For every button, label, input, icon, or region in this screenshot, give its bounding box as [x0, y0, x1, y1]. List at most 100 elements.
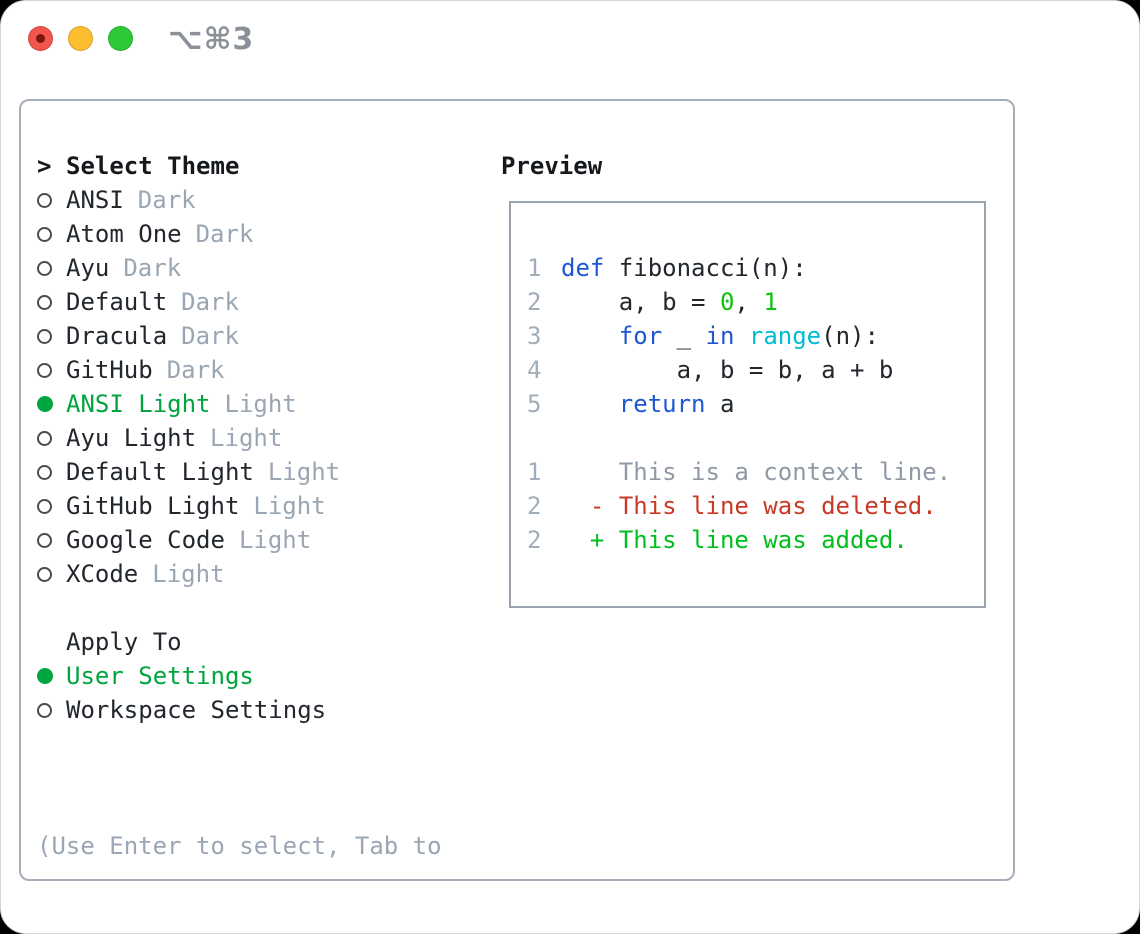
- radio-icon: [37, 498, 66, 514]
- theme-name: Dracula: [66, 322, 168, 350]
- minimize-button[interactable]: [68, 26, 93, 51]
- theme-option[interactable]: Default Light Light: [37, 455, 340, 489]
- theme-name: Ayu Light: [66, 424, 197, 452]
- code-token: _: [662, 322, 706, 350]
- apply-option-label: User Settings: [66, 662, 254, 690]
- radio-circle: [37, 192, 52, 208]
- theme-name: GitHub Light: [66, 492, 240, 520]
- radio-icon: [37, 328, 66, 344]
- code-token: a: [705, 390, 735, 418]
- code-token: [561, 387, 619, 421]
- theme-option[interactable]: XCode Light: [37, 557, 340, 591]
- code-line: 5 return a: [527, 387, 982, 421]
- radio-circle: [37, 396, 53, 412]
- theme-list-title: Select Theme: [66, 152, 240, 180]
- theme-variant-tag: Dark: [123, 254, 182, 282]
- theme-name: XCode: [66, 560, 139, 588]
- line-number: 1: [527, 458, 542, 486]
- radio-icon: [37, 464, 66, 480]
- radio-circle: [37, 226, 52, 242]
- titlebar: ⌥⌘3: [1, 1, 1139, 75]
- radio-circle: [37, 362, 52, 378]
- radio-circle: [37, 532, 52, 548]
- theme-name: Atom One: [66, 220, 182, 248]
- edited-indicator-icon: [36, 34, 45, 43]
- theme-option[interactable]: GitHub Dark: [37, 353, 340, 387]
- cursor-icon: >: [37, 152, 52, 180]
- code-token: [734, 319, 748, 353]
- radio-circle: [37, 260, 52, 276]
- radio-circle: [37, 464, 52, 480]
- line-number: 2: [527, 288, 542, 316]
- theme-variant-tag: Light: [224, 390, 297, 418]
- apply-to-header: Apply To: [37, 625, 326, 659]
- apply-option-label: Workspace Settings: [66, 696, 327, 724]
- code-token: def: [561, 254, 605, 282]
- code-token: 1: [763, 288, 778, 316]
- radio-icon: [37, 294, 66, 310]
- line-number: [527, 421, 561, 455]
- radio-icon: [37, 702, 66, 718]
- theme-list-header: > Select Theme: [37, 149, 340, 183]
- code-token: This is a context line.: [561, 458, 952, 486]
- radio-selected-icon: [37, 396, 66, 412]
- line-number: 1: [527, 254, 542, 282]
- theme-name: Default: [66, 288, 168, 316]
- theme-variant-tag: Light: [152, 560, 225, 588]
- theme-name: Default Light: [66, 458, 254, 486]
- theme-variant-tag: Light: [210, 424, 283, 452]
- code-line: 3 for _ in range(n):: [527, 319, 982, 353]
- theme-variant-tag: Dark: [137, 186, 196, 214]
- radio-icon: [37, 192, 66, 208]
- code-token: a, b = b, a + b: [561, 356, 894, 384]
- radio-circle: [37, 702, 52, 718]
- radio-circle: [37, 294, 52, 310]
- line-number: 5: [527, 390, 542, 418]
- theme-name: ANSI Light: [66, 390, 211, 418]
- code-token: 0: [719, 288, 735, 316]
- theme-variant-tag: Dark: [166, 356, 225, 384]
- code-token: [561, 319, 619, 353]
- theme-option[interactable]: ANSI Light Light: [37, 387, 340, 421]
- radio-icon: [37, 226, 66, 242]
- code-token: + This line was added.: [561, 526, 908, 554]
- code-token: fibonacci(n):: [604, 254, 807, 282]
- close-button[interactable]: [28, 26, 53, 51]
- diff-added-line: 2 + This line was added.: [527, 523, 982, 557]
- radio-icon: [37, 362, 66, 378]
- preview-title: Preview: [501, 152, 603, 180]
- zoom-button[interactable]: [108, 26, 133, 51]
- theme-option[interactable]: ANSI Dark: [37, 183, 340, 217]
- code-token: in: [705, 322, 735, 350]
- radio-circle: [37, 668, 53, 684]
- radio-circle: [37, 328, 52, 344]
- code-token: a, b =: [561, 288, 720, 316]
- radio-icon: [37, 532, 66, 548]
- apply-option[interactable]: User Settings: [37, 659, 326, 693]
- theme-name: ANSI: [66, 186, 124, 214]
- code-line: 4 a, b = b, a + b: [527, 353, 982, 387]
- code-token: for: [618, 322, 663, 350]
- line-number: 2: [527, 526, 542, 554]
- line-number: 4: [527, 356, 542, 384]
- diff-deleted-line: 2 - This line was deleted.: [527, 489, 982, 523]
- theme-name: Google Code: [66, 526, 225, 554]
- help-text: (Use Enter to select, Tab to change focu…: [37, 761, 442, 933]
- theme-option[interactable]: Ayu Light Light: [37, 421, 340, 455]
- theme-name: GitHub: [66, 356, 153, 384]
- apply-option[interactable]: Workspace Settings: [37, 693, 326, 727]
- theme-variant-tag: Light: [267, 458, 341, 486]
